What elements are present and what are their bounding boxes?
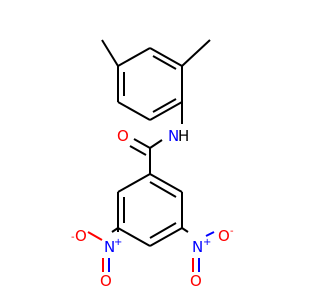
nitro-left-nitrogen-charge: + (114, 237, 122, 248)
structure-drawing: N H O O - N + O N + O - O (71, 39, 234, 290)
amide-hydrogen-label: H (178, 127, 189, 145)
nitro-right-c-n-bond (181, 227, 189, 233)
ring-double-bond (149, 222, 177, 239)
ring-bond (149, 101, 183, 121)
ring-bond (149, 173, 183, 193)
nitro-right-oxygen-double-label: O (190, 272, 202, 290)
carbonyl-double-bond (129, 145, 147, 156)
nitro-left-oxygen-outer-label: O (75, 227, 87, 245)
nitro-left-oxygen-double-label: O (100, 272, 112, 290)
ring-double-bond (152, 98, 177, 113)
amide-nitrogen-label: N (168, 127, 179, 145)
ring-double-bond (152, 55, 177, 70)
nitro-left-nitrogen-label: N (104, 238, 115, 256)
ring-bond (149, 47, 183, 67)
nitro-left-n-o-bond (87, 231, 103, 241)
carbonyl-bond (133, 138, 151, 149)
nitro-right-nitrogen-label: N (192, 238, 203, 256)
nitro-right-n-o-bond (205, 231, 215, 237)
nitro-right-nitrogen-charge: + (203, 237, 211, 248)
carbonyl-oxygen-label: O (117, 127, 129, 145)
dimethylphenyl-ring (117, 47, 183, 121)
ring-bond (117, 173, 151, 193)
nitro-right-oxygen-charge: - (230, 226, 234, 237)
amide-bond (149, 139, 163, 149)
ring-double-bond (149, 181, 177, 198)
methyl-left-bond (101, 39, 119, 67)
nitro-right-oxygen-outer-label: O (218, 227, 230, 245)
dinitrophenyl-ring (117, 173, 183, 247)
ring-bond (117, 227, 151, 247)
methyl-right-bond (181, 39, 211, 67)
nitro-left-oxygen-charge: - (71, 232, 75, 243)
ring-bond (117, 47, 151, 67)
molecule-diagram: N H O O - N + O N + O - O (71, 39, 234, 290)
nitro-left-c-n-bond-2 (111, 227, 119, 233)
ring-bond (149, 227, 183, 247)
ring-bond (117, 101, 151, 121)
